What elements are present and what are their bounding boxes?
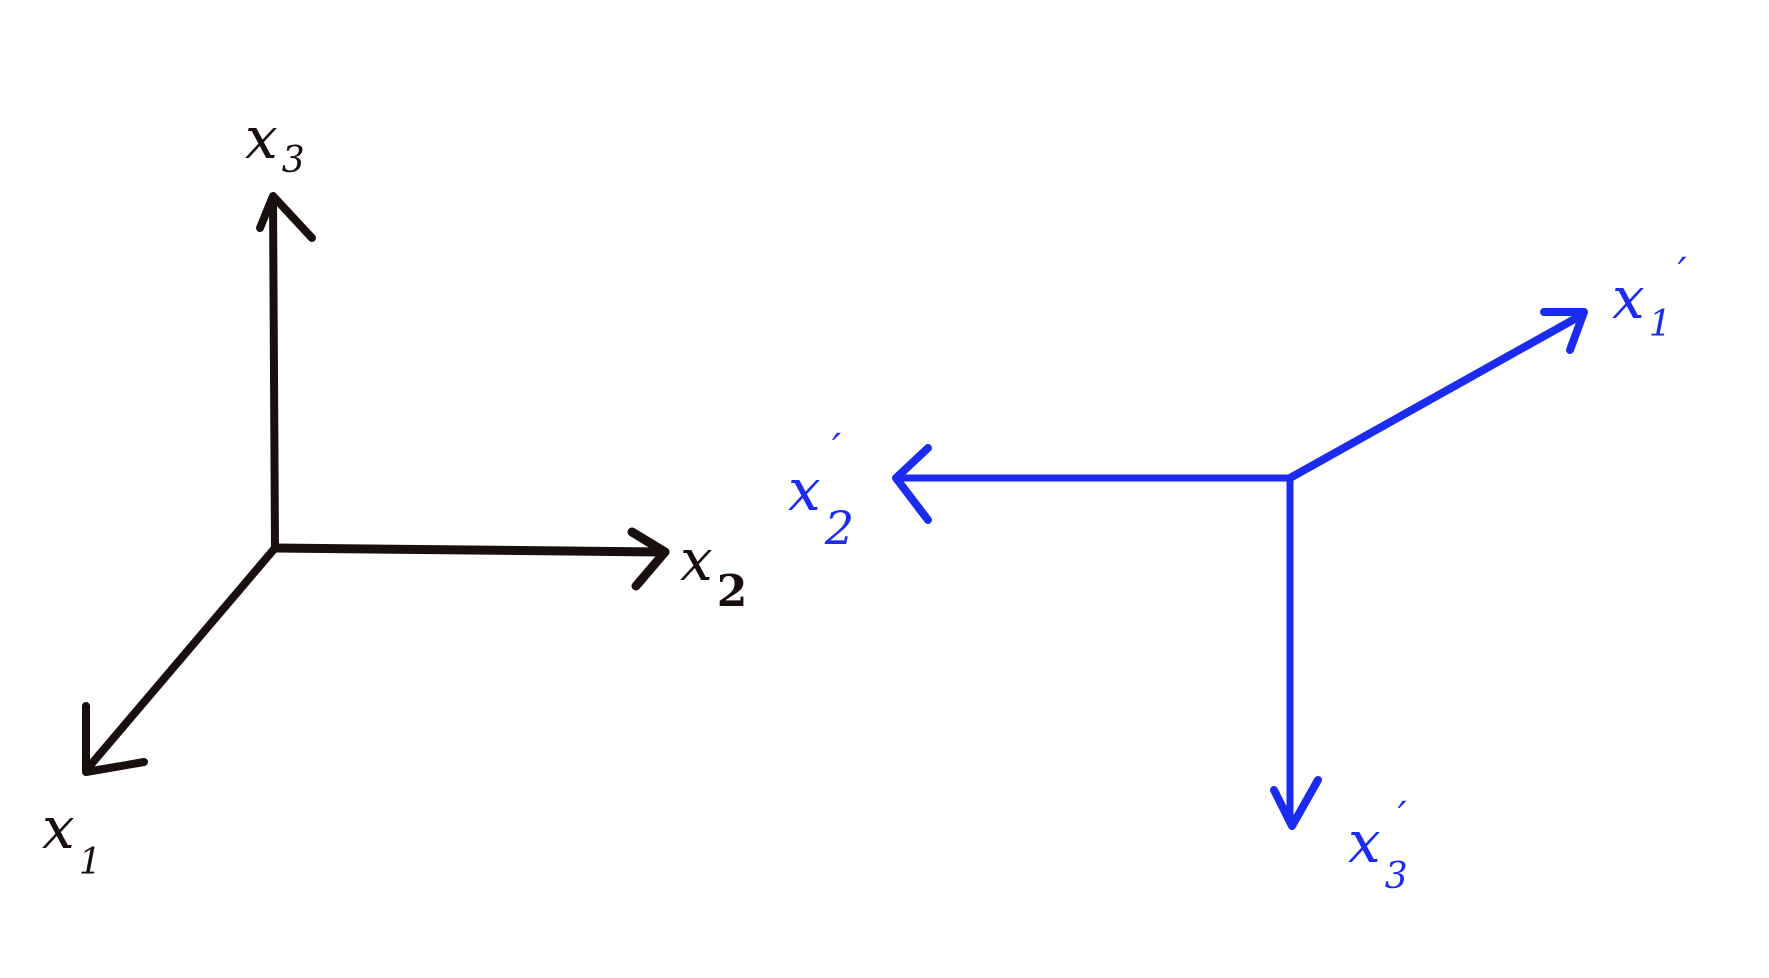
axis-x2-prime — [892, 444, 1294, 524]
axis-x1-prime — [1286, 308, 1588, 482]
axis-x3-prime-arrowhead — [1270, 776, 1322, 830]
axis-x2-prime-arrowhead — [892, 444, 932, 524]
label-x2: x2 — [680, 526, 747, 617]
axis-x2 — [270, 527, 670, 591]
axis-x3 — [256, 192, 316, 552]
rotated-coordinate-frame — [892, 308, 1588, 830]
axis-x1-prime-line — [1286, 312, 1584, 482]
axis-x3-line — [269, 196, 279, 552]
axis-x1 — [82, 544, 279, 776]
axis-x1-prime-arrowhead — [1540, 308, 1588, 354]
axis-x2-arrowhead — [627, 527, 670, 591]
axis-x3-prime — [1270, 474, 1322, 830]
label-x2-prime: x2′ — [788, 426, 854, 555]
axis-x2-line — [270, 543, 670, 557]
axis-x3-arrowhead — [256, 192, 316, 242]
original-coordinate-frame — [82, 192, 670, 776]
label-x1: x1 — [42, 794, 102, 883]
axis-x1-line — [84, 544, 279, 772]
axis-x1-arrowhead — [82, 702, 148, 776]
label-x3-prime: x3′ — [1348, 794, 1408, 897]
